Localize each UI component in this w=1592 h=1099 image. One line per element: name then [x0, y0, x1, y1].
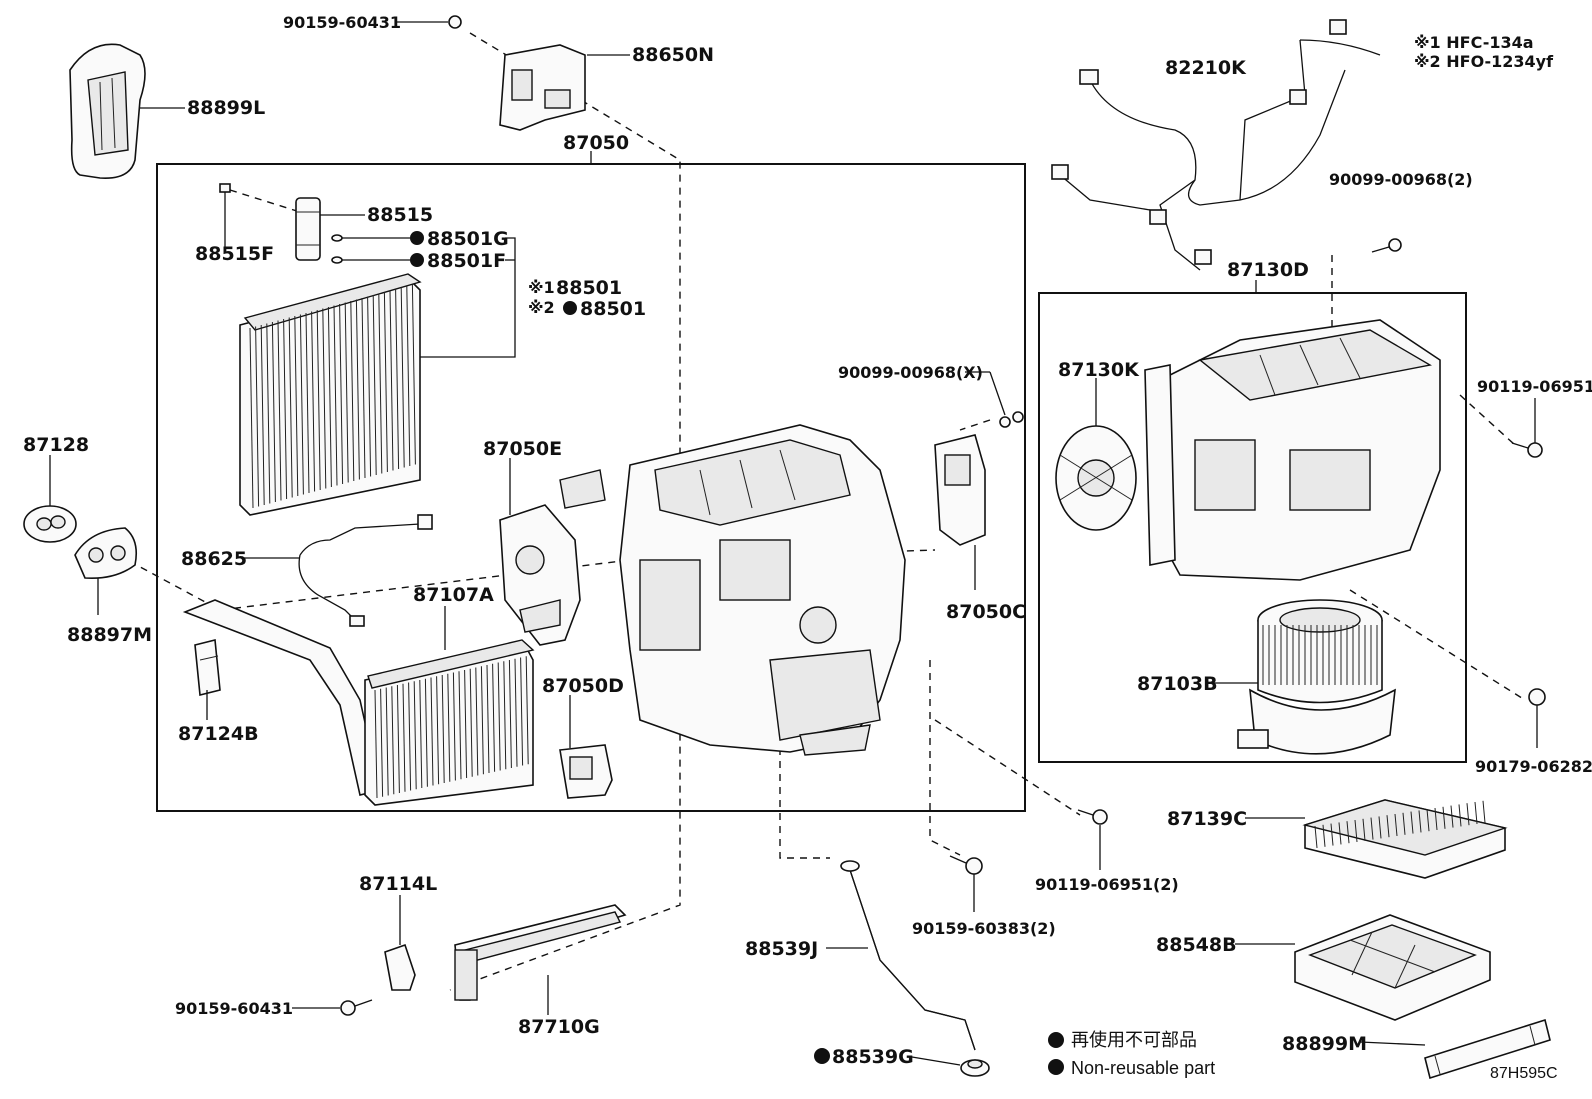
label-88501G: 88501G	[427, 228, 509, 250]
panel-88899M-drawing	[1424, 1018, 1551, 1080]
label-87114L: 87114L	[359, 873, 437, 895]
legend: 再使用不可部品 Non-reusable part	[1048, 1030, 1215, 1078]
blower-motor-87103B-drawing	[1237, 599, 1396, 755]
panel-88899L-drawing	[69, 43, 146, 179]
label-88501-hfo: 88501	[580, 298, 646, 320]
hvac-housing-drawing	[559, 424, 906, 756]
non-reusable-dot-88501	[563, 301, 577, 315]
label-88897M: 88897M	[67, 624, 152, 646]
legend-dot-cn	[1048, 1032, 1064, 1048]
label-87107A: 87107A	[413, 584, 494, 606]
filter-tray-88548B-drawing	[1294, 914, 1491, 1021]
note-hfo: ※2 HFO-1234yf	[1414, 52, 1554, 71]
note-hfc: ※1 HFC-134a	[1414, 33, 1534, 52]
label-88515: 88515	[367, 204, 433, 226]
label-90179-06282: 90179-06282	[1475, 757, 1592, 776]
clip-87114L-drawing	[384, 943, 416, 991]
plate-88897M-drawing	[74, 527, 138, 580]
filter-87139C-drawing	[1302, 799, 1508, 879]
label-87124B: 87124B	[178, 723, 259, 745]
label-82210K: 82210K	[1165, 57, 1247, 79]
damper-87130K-drawing	[1055, 425, 1137, 531]
note-ref-2: ※2	[528, 298, 555, 317]
expansion-valve-88515-drawing	[219, 183, 343, 264]
heater-core-87107A-drawing	[182, 599, 535, 806]
label-88625: 88625	[181, 548, 247, 570]
grommet-87128-drawing	[23, 505, 77, 543]
label-88548B: 88548B	[1156, 934, 1237, 956]
clamp-87124B-drawing	[194, 638, 221, 697]
legend-text-en: Non-reusable part	[1071, 1058, 1215, 1078]
ptc-heater-87710G-drawing	[454, 904, 627, 1001]
legend-text-cn: 再使用不可部品	[1071, 1030, 1197, 1050]
screws-drawing	[340, 238, 1546, 1016]
wire-harness-82210K-drawing	[1051, 19, 1381, 271]
actuator-87050C-drawing	[934, 416, 1011, 546]
label-90099-00968-2: 90099-00968(2)	[1329, 170, 1473, 189]
grommet-88539G-drawing	[960, 1059, 990, 1077]
label-90119-06951: 90119-06951	[1477, 377, 1592, 396]
label-87139C: 87139C	[1167, 808, 1247, 830]
label-88899L: 88899L	[187, 97, 265, 119]
label-87050C: 87050C	[946, 601, 1026, 623]
label-87050: 87050	[563, 132, 629, 154]
label-90119-06951-2: 90119-06951(2)	[1035, 875, 1179, 894]
label-90159-60383-2: 90159-60383(2)	[912, 919, 1056, 938]
legend-dot-en	[1048, 1059, 1064, 1075]
label-87050E: 87050E	[483, 438, 562, 460]
label-90159-60431-bottom: 90159-60431	[175, 999, 293, 1018]
label-87130K: 87130K	[1058, 359, 1140, 381]
label-87103B: 87103B	[1137, 673, 1218, 695]
note-ref-1: ※1	[528, 278, 555, 297]
label-87130D: 87130D	[1227, 259, 1309, 281]
non-reusable-dot-88539G	[814, 1048, 830, 1064]
label-90159-60431-top: 90159-60431	[283, 13, 401, 32]
label-87128: 87128	[23, 434, 89, 456]
actuator-87050D-drawing	[559, 744, 613, 799]
non-reusable-dot-88501F	[410, 253, 424, 267]
label-87710G: 87710G	[518, 1016, 600, 1038]
label-88501-hfc: 88501	[556, 277, 622, 299]
actuator-87050E-drawing	[499, 504, 581, 646]
leader-lines	[49, 21, 1538, 1066]
label-88650N: 88650N	[632, 44, 714, 66]
assembly-box-87130D	[1038, 292, 1467, 763]
bracket-88650N-drawing	[448, 15, 586, 131]
label-90099-00968-x: 90099-00968(X)	[838, 363, 983, 382]
label-88539G: 88539G	[832, 1046, 914, 1068]
label-88515F: 88515F	[195, 243, 274, 265]
drain-hose-88539J-drawing	[840, 860, 976, 1051]
label-88539J: 88539J	[745, 938, 818, 960]
label-88501F: 88501F	[427, 250, 506, 272]
diagram-code: 87H595C	[1490, 1065, 1558, 1082]
label-88899M: 88899M	[1282, 1033, 1367, 1055]
blower-case-87130D-drawing	[1144, 319, 1441, 581]
evaporator-88501-drawing	[239, 273, 422, 516]
label-87050D: 87050D	[542, 675, 624, 697]
non-reusable-dot-88501G	[410, 231, 424, 245]
sensor-wire-88625-drawing	[298, 514, 433, 627]
